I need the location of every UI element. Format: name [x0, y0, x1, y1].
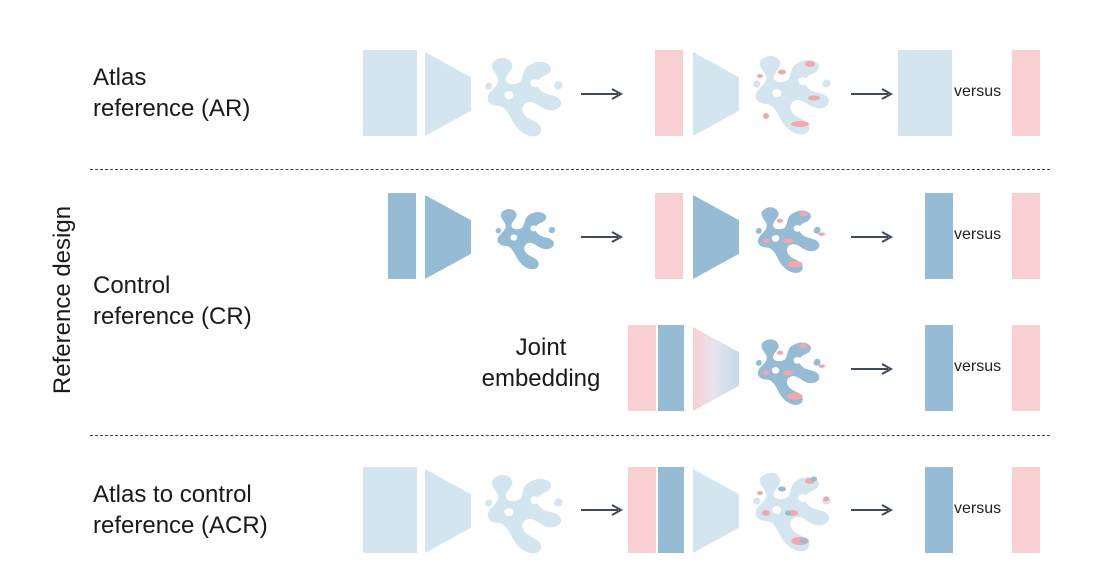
right-arrow-icon	[581, 88, 624, 100]
query-output-block	[1012, 325, 1040, 411]
encoder-trapezoid-icon	[693, 195, 739, 279]
query-data-block	[628, 325, 656, 411]
query-data-block	[655, 50, 683, 136]
row-divider	[90, 169, 1050, 170]
versus-label: versus	[954, 500, 1002, 517]
atlas-reference-output-block	[898, 50, 952, 136]
query-output-block	[1012, 193, 1040, 279]
cr-label-line1: Control	[93, 272, 171, 299]
versus-label: versus	[954, 83, 1002, 100]
joint-label-line1: Joint	[515, 334, 567, 361]
control-reference-data-block	[658, 467, 684, 553]
query-output-block	[1012, 467, 1040, 553]
control-output-block	[925, 467, 953, 553]
versus-label: versus	[954, 358, 1002, 375]
cr-row-label: Control reference (CR)	[93, 270, 252, 332]
joint-embedding-label: Joint embedding	[466, 332, 616, 394]
atlas-reference-data-block	[363, 467, 417, 553]
latent-blob-icon	[755, 207, 826, 273]
latent-blob-icon	[753, 55, 831, 135]
latent-blob-icon	[495, 209, 556, 270]
encoder-trapezoid-icon	[693, 52, 739, 136]
query-data-block	[628, 467, 656, 553]
control-output-block	[925, 193, 953, 279]
cr-label-line2: reference (CR)	[93, 303, 252, 330]
ar-label-line1: Atlas	[93, 64, 147, 91]
control-output-block	[925, 325, 953, 411]
ar-label-line2: reference (AR)	[93, 95, 251, 122]
atlas-reference-data-block	[363, 50, 417, 136]
right-arrow-icon	[851, 88, 894, 100]
right-arrow-icon	[581, 504, 624, 516]
encoder-trapezoid-icon	[425, 195, 471, 279]
joint-label-line2: embedding	[481, 365, 601, 392]
encoder-trapezoid-icon	[425, 52, 471, 136]
control-reference-data-block	[388, 193, 416, 279]
right-arrow-icon	[851, 231, 894, 243]
right-arrow-icon	[581, 231, 624, 243]
acr-label-line1: Atlas to control	[93, 481, 252, 508]
reference-design-axis-label: Reference design	[49, 205, 76, 395]
latent-blob-icon	[485, 57, 563, 137]
versus-label: versus	[954, 226, 1002, 243]
ar-row-label: Atlas reference (AR)	[93, 62, 250, 124]
row-divider	[90, 435, 1050, 436]
encoder-trapezoid-icon	[693, 469, 739, 553]
latent-blob-icon	[755, 339, 826, 405]
latent-blob-icon	[485, 474, 563, 554]
right-arrow-icon	[851, 504, 894, 516]
encoder-trapezoid-icon	[425, 469, 471, 553]
acr-label-line2: reference (ACR)	[93, 512, 268, 539]
control-reference-data-block	[658, 325, 684, 411]
right-arrow-icon	[851, 363, 894, 375]
query-output-block	[1012, 50, 1040, 136]
joint-encoder-trapezoid-icon	[693, 327, 739, 411]
latent-blob-icon	[753, 472, 831, 552]
query-data-block	[655, 193, 683, 279]
acr-row-label: Atlas to control reference (ACR)	[93, 479, 268, 541]
